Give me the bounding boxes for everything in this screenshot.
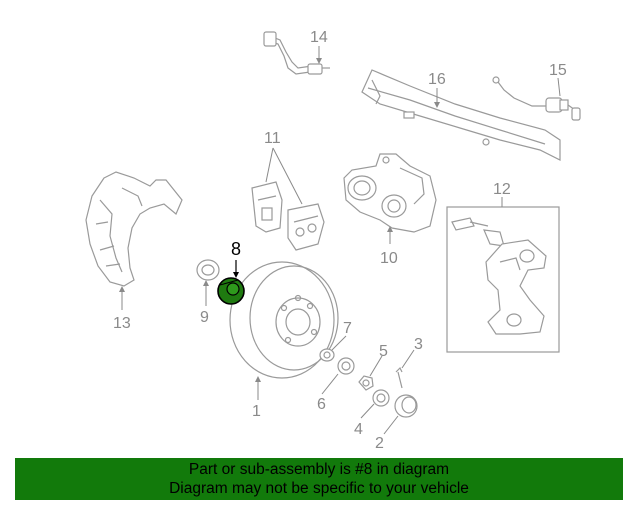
part-11-brake-pads[interactable] [251,181,325,251]
part-9-seal[interactable] [196,259,220,281]
part-8-wheel-bearing[interactable] [217,277,245,305]
callout-10: 10 [380,250,398,267]
callout-4: 4 [354,421,363,438]
part-10-caliper[interactable] [343,153,437,233]
callout-2: 2 [375,435,384,452]
part-3-cotter-pin[interactable] [395,366,403,389]
callout-16: 16 [428,71,446,88]
part-2-hub-cap[interactable] [394,394,418,418]
info-banner: Part or sub-assembly is #8 in diagram Di… [15,458,623,500]
callout-15: 15 [549,62,567,79]
callout-12: 12 [493,181,511,198]
callout-8: 8 [231,239,241,259]
part-1-brake-rotor[interactable] [229,261,339,379]
part-16-brake-line-bracket[interactable] [361,69,561,161]
callout-1: 1 [252,403,261,420]
part-13-dust-shield[interactable] [85,171,183,287]
callout-3: 3 [414,336,423,353]
part-15-wear-sensor[interactable] [492,76,581,121]
part-5-lock-nut[interactable] [358,375,374,391]
callout-11: 11 [264,130,281,147]
callout-5: 5 [379,343,388,360]
callout-7: 7 [343,320,352,337]
part-6-nut[interactable] [337,357,355,375]
parts-diagram: 14 16 15 11 12 10 8 13 9 7 5 3 6 4 2 1 [85,29,581,452]
banner-line-part: Part or sub-assembly is #8 in diagram [188,461,450,478]
part-14-brake-hose[interactable] [263,31,330,75]
callout-6: 6 [317,396,326,413]
callout-14: 14 [310,29,328,46]
part-4-bolt[interactable] [372,389,390,407]
part-7-washer[interactable] [319,348,335,362]
part-12-caliper-bracket-kit[interactable] [446,206,560,353]
banner-line-disclaimer: Diagram may not be specific to your vehi… [169,480,469,497]
callout-9: 9 [200,309,209,326]
callout-13: 13 [113,315,131,332]
